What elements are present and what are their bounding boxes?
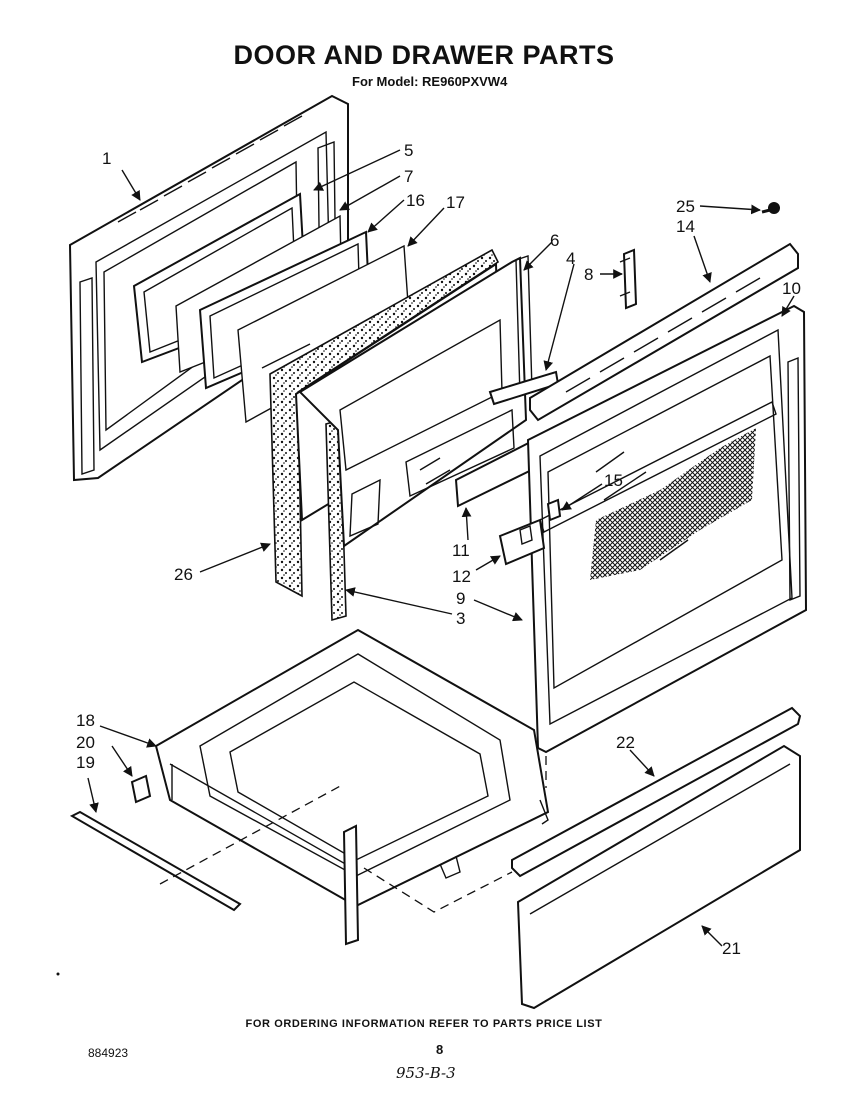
- callout-19: 19: [76, 753, 95, 772]
- drawer-trim-22: [511, 706, 802, 878]
- document-id: 884923: [88, 1046, 129, 1060]
- callout-9: 9: [456, 589, 465, 608]
- callout-12: 12: [452, 567, 471, 586]
- screw-25: [761, 202, 780, 214]
- callout-25: 25: [676, 197, 695, 216]
- oven-door-assembly: [526, 304, 808, 754]
- callout-1: 1: [102, 149, 111, 168]
- drawer-body-18: [154, 628, 550, 946]
- drawer-front-panel-21: [516, 744, 801, 1010]
- callout-20: 20: [76, 733, 95, 752]
- drawer-rail-19: [69, 810, 242, 912]
- clip-20: [130, 774, 152, 804]
- callout-labels: 1 5 7 16 17 6 4 8 25 14 10 15 11 12 26 9…: [76, 141, 801, 958]
- latch-15: [546, 498, 562, 522]
- callout-15: 15: [604, 471, 623, 490]
- callout-7: 7: [404, 167, 413, 186]
- page-title: DOOR AND DRAWER PARTS: [233, 40, 615, 70]
- ordering-note: FOR ORDERING INFORMATION REFER TO PARTS …: [245, 1018, 603, 1030]
- vent-panel-14: [529, 242, 799, 422]
- callout-6: 6: [550, 231, 559, 250]
- callout-26: 26: [174, 565, 193, 584]
- callout-14: 14: [676, 217, 695, 236]
- page-number: 8: [436, 1042, 444, 1057]
- callout-8: 8: [584, 265, 593, 284]
- callout-18: 18: [76, 711, 95, 730]
- callout-17: 17: [446, 193, 465, 212]
- stray-dot: [56, 972, 60, 976]
- callout-leader-lines: [87, 149, 795, 947]
- callout-21: 21: [722, 939, 741, 958]
- hinge-12: [498, 518, 546, 566]
- callout-4: 4: [566, 249, 575, 268]
- callout-22: 22: [616, 733, 635, 752]
- model-subtitle: For Model: RE960PXVW4: [352, 74, 508, 89]
- assembly-guide-lines: [159, 756, 547, 913]
- bracket-8: [619, 248, 638, 310]
- handwritten-code: 953-B-3: [396, 1064, 456, 1082]
- callout-3: 3: [456, 609, 465, 628]
- callout-5: 5: [404, 141, 413, 160]
- callout-16: 16: [406, 191, 425, 210]
- callout-11: 11: [452, 541, 470, 560]
- callout-10: 10: [782, 279, 801, 298]
